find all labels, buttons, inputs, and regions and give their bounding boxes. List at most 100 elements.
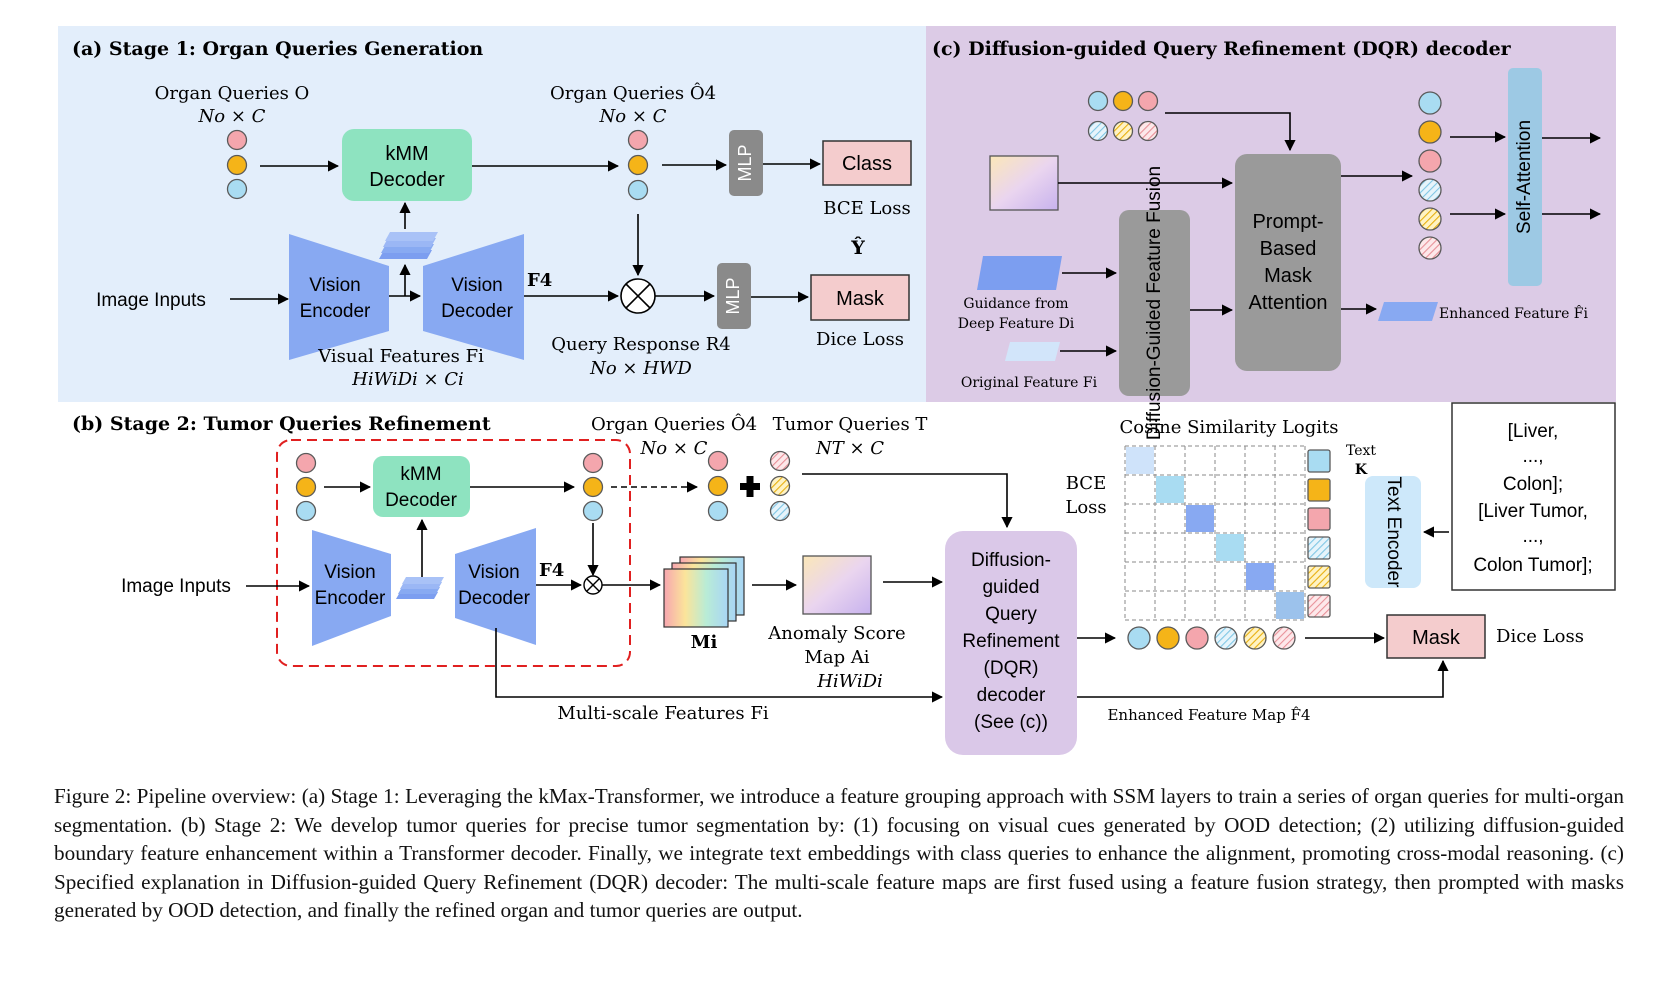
class-box	[822, 140, 912, 186]
row-tumor-pink	[1272, 626, 1296, 650]
tumor-query-yellow	[769, 475, 791, 497]
guidance-label-2: Deep Feature Di	[958, 316, 1075, 332]
tumor-queries-label: Tumor Queries T	[773, 414, 928, 435]
c-tumor-query-blue	[1087, 120, 1109, 142]
query-response-dim: No × HWD	[589, 358, 692, 379]
b-organ-query-orange	[295, 476, 317, 498]
organ-queries-label: Organ Queries O	[155, 83, 310, 104]
out-tumor-query-pink	[1418, 236, 1442, 260]
vision-encoder-a-l2: Encoder	[300, 301, 371, 322]
c-query-blue	[1087, 90, 1109, 112]
anomaly-label-3: HiWiDi	[816, 671, 883, 692]
mask-box-b	[1386, 614, 1486, 659]
image-inputs-a: Image Inputs	[96, 290, 206, 311]
query-response-label: Query Response R4	[551, 334, 731, 355]
kmm-label-b2: Decoder	[385, 490, 457, 511]
mask-label-b: Mask	[1412, 627, 1461, 649]
refined-query-pink	[627, 129, 649, 151]
prompt-label-3: Mask	[1264, 265, 1313, 287]
text-emb-blue	[1307, 449, 1331, 473]
mlp-label-1: MLP	[735, 144, 755, 181]
c-query-pink	[1137, 90, 1159, 112]
out-tumor-query-yellow	[1418, 207, 1442, 231]
text-emb-tumor-yellow	[1307, 565, 1331, 589]
vision-decoder-a	[423, 234, 524, 360]
dqr-label-2: guided	[982, 577, 1039, 598]
b-combined-organ-blue	[707, 500, 729, 522]
cosine-similarity-title: Cosine Similarity Logits	[1120, 417, 1339, 438]
prompt-mask-attention-box	[1235, 154, 1341, 371]
mlp-class	[729, 130, 763, 196]
prompt-label-1: Prompt-	[1252, 211, 1323, 233]
class-names-3: Colon];	[1503, 474, 1563, 495]
self-attention-box	[1508, 68, 1542, 286]
enhanced-map-label: Enhanced Feature Map F̂4	[1107, 706, 1310, 724]
tumor-queries-dim: NT × C	[815, 438, 884, 459]
m-i-label: Mi	[691, 632, 718, 653]
vision-encoder-b	[312, 530, 391, 646]
c-anomaly-map	[989, 155, 1059, 211]
panel-a-title: (a) Stage 1: Organ Queries Generation	[72, 38, 483, 60]
dice-loss-a: Dice Loss	[816, 329, 904, 350]
organ-queries-hat-label-a: Organ Queries Ô4	[550, 81, 716, 104]
refined-query-orange	[627, 154, 649, 176]
organ-queries-hat-label-b: Organ Queries Ô4	[591, 412, 757, 435]
vision-encoder-b-l1: Vision	[324, 562, 375, 583]
text-k-label-2: K	[1355, 462, 1368, 478]
y-hat: Ŷ	[850, 236, 865, 259]
pipeline-diagram: (a) Stage 1: Organ Queries Generation Or…	[58, 26, 1616, 755]
mask-box-a	[810, 274, 910, 321]
prompt-label-4: Attention	[1249, 292, 1328, 314]
bce-label-1: BCE	[1066, 473, 1106, 494]
row-tumor-blue	[1214, 626, 1238, 650]
f4-label-b: F4	[539, 560, 564, 581]
row-query-blue	[1127, 626, 1151, 650]
mlp-label-2: MLP	[723, 277, 743, 314]
b-organ-query-pink	[295, 452, 317, 474]
visual-features-dim: HiWiDi × Ci	[351, 369, 464, 390]
panel-b-title: (b) Stage 2: Tumor Queries Refinement	[72, 413, 491, 435]
class-names-5: ...,	[1522, 526, 1543, 547]
kmm-label-b1: kMM	[400, 464, 441, 485]
kmm-label-a2: Decoder	[369, 169, 445, 191]
mlp-mask	[717, 263, 751, 329]
b-organ-query-blue	[295, 500, 317, 522]
organ-query-blue	[226, 178, 248, 200]
b-refined-query-blue	[582, 500, 604, 522]
class-names-box	[1451, 402, 1616, 591]
multiscale-features-label: Multi-scale Features Fi	[557, 703, 768, 724]
enhanced-feature-label: Enhanced Feature F̂i	[1439, 304, 1589, 322]
self-attention-label: Self-Attention	[1514, 120, 1535, 234]
panel-c-title: (c) Diffusion-guided Query Refinement (D…	[932, 38, 1512, 60]
kmm-label-a1: kMM	[385, 143, 428, 165]
plus-icon	[740, 476, 760, 497]
b-combined-organ-orange	[707, 475, 729, 497]
out-tumor-query-blue	[1418, 178, 1442, 202]
organ-query-pink	[226, 129, 248, 151]
b-refined-query-pink	[582, 452, 604, 474]
anomaly-label-1: Anomaly Score	[767, 623, 905, 644]
dqr-label-1: Diffusion-	[971, 550, 1051, 571]
vision-encoder-b-l2: Encoder	[315, 588, 386, 609]
dqr-decoder-box	[945, 531, 1077, 755]
feature-fusion-label: Diffusion-Guided Feature Fusion	[1144, 166, 1165, 440]
row-query-orange	[1156, 626, 1180, 650]
organ-queries-dim: No × C	[198, 106, 266, 127]
row-query-pink	[1185, 626, 1209, 650]
text-emb-tumor-blue	[1307, 536, 1331, 560]
text-k-label-1: Text	[1346, 443, 1376, 459]
stage1-frozen-box	[276, 439, 631, 667]
text-emb-tumor-pink	[1307, 594, 1331, 618]
tumor-query-pink	[769, 450, 791, 472]
f4-label-a: F4	[527, 270, 552, 291]
feature-stack-a	[379, 232, 438, 259]
guidance-label-1: Guidance from	[963, 296, 1068, 312]
figure-caption: Figure 2: Pipeline overview: (a) Stage 1…	[54, 784, 1624, 922]
refined-query-blue	[627, 179, 649, 201]
row-tumor-yellow	[1243, 626, 1267, 650]
prompt-label-2: Based	[1260, 238, 1317, 260]
image-inputs-b: Image Inputs	[121, 576, 231, 597]
class-names-2: ...,	[1522, 446, 1543, 467]
m-i-stack	[663, 556, 745, 628]
